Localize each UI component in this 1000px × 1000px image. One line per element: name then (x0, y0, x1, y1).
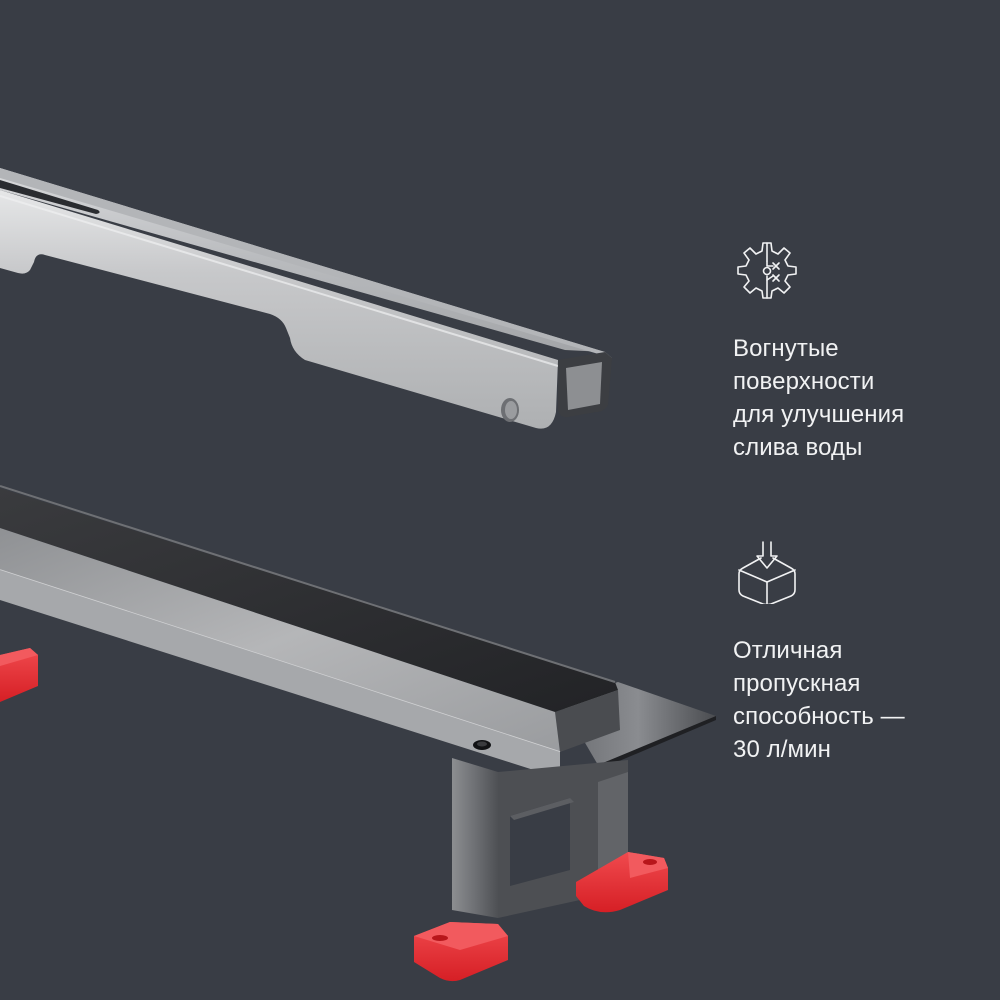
gear-cross-section-icon (737, 242, 797, 299)
feature-text: Отличная пропускная способность — 30 л/м… (733, 637, 905, 763)
feature-text: Вогнутые поверхности для улучшения слива… (733, 335, 905, 461)
feature-throughput: Отличная пропускная способность — 30 л/м… (733, 540, 905, 766)
red-foot-pads (0, 648, 668, 982)
drain-channel (0, 485, 716, 774)
steel-profile-rail (0, 168, 612, 429)
feature-concave-surfaces: Вогнутые поверхности для улучшения слива… (733, 238, 904, 464)
box-arrow-down-icon (738, 541, 796, 604)
